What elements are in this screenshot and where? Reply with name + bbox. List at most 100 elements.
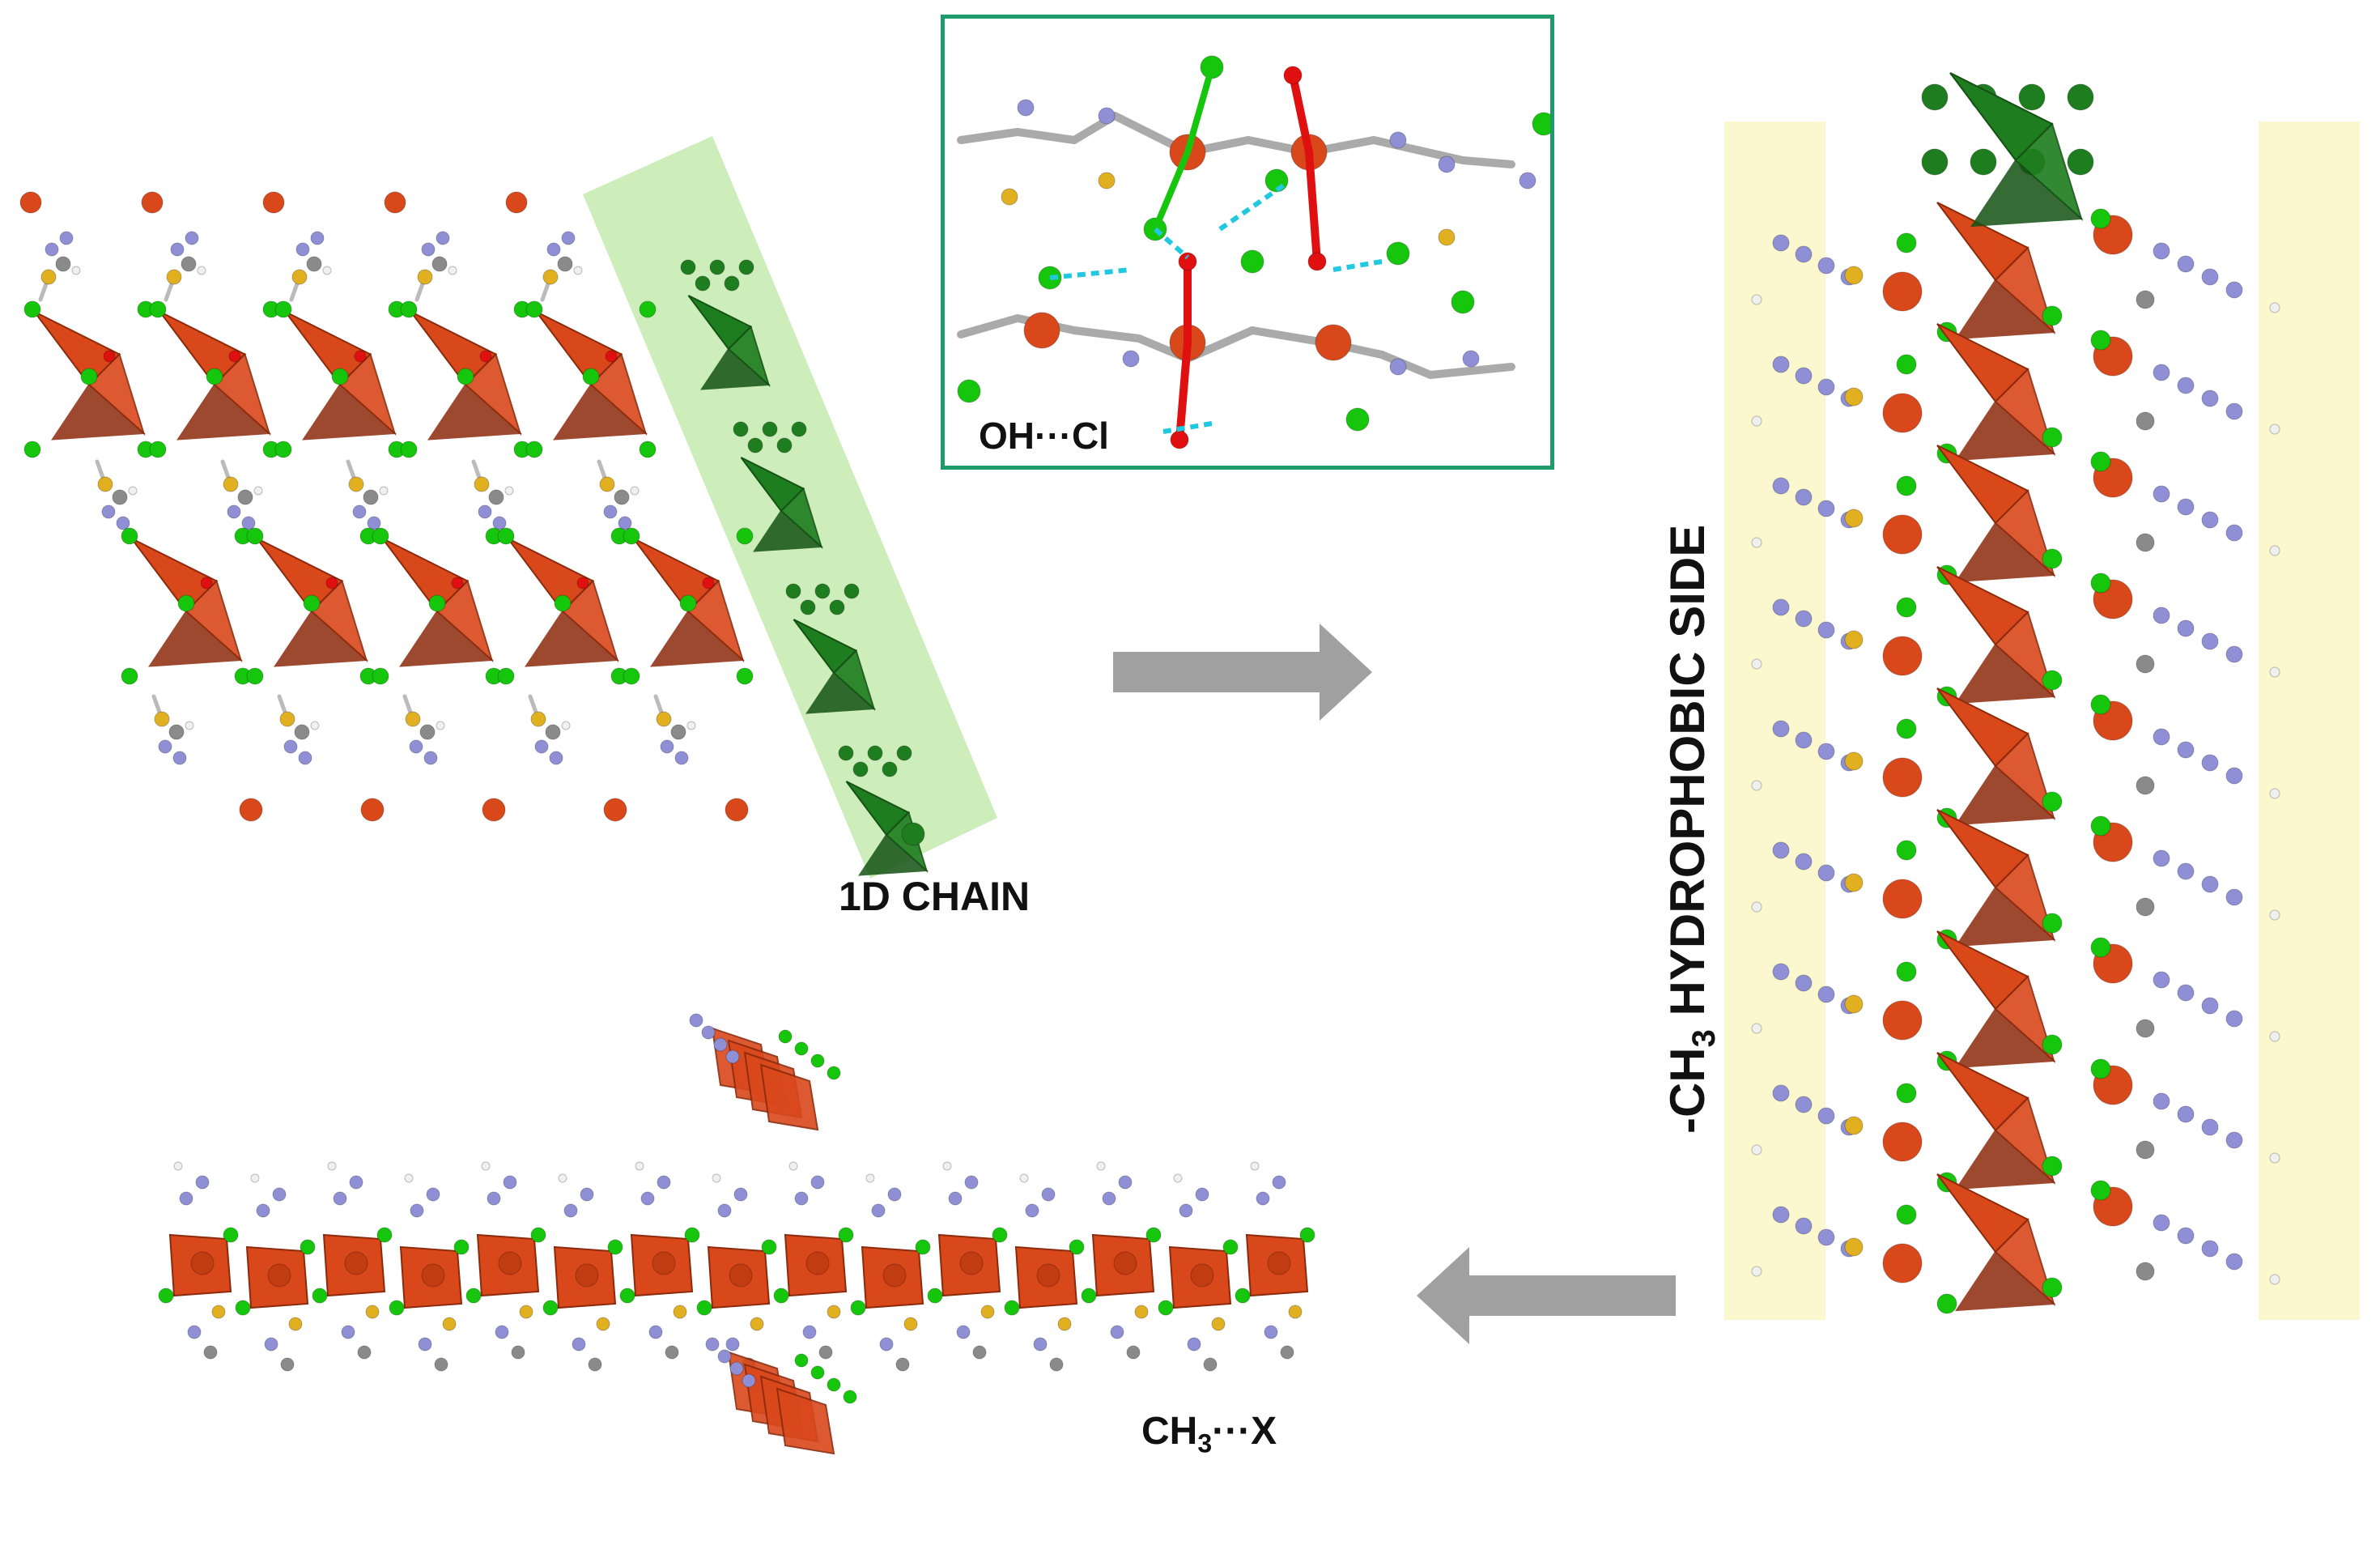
branch-chlorine-atom (810, 1365, 825, 1380)
packing-sulfur-atom (673, 1305, 687, 1319)
column-carbon-atom (2136, 411, 2155, 431)
packing-nitrogen-atom (495, 1325, 509, 1339)
column-polyhedron-face (1994, 853, 2056, 943)
highlighted-polyhedron-face (832, 649, 876, 712)
packing-nitrogen-atom (1110, 1325, 1124, 1339)
packing-metal-atom (1190, 1263, 1214, 1288)
packing-nitrogen-atom (410, 1203, 424, 1218)
metal-polyhedron-face (686, 579, 745, 663)
column-nitrogen-atom (2225, 1010, 2243, 1028)
column-chlorine-atom (2042, 548, 2063, 569)
column-nitrogen-atom (2201, 1240, 2219, 1258)
packing-nitrogen-atom (487, 1191, 501, 1206)
column-nitrogen-atom (2201, 390, 2219, 407)
column-hydrogen-atom (1751, 1144, 1762, 1156)
inset-cl-bond (1152, 149, 1191, 232)
branch-nitrogen-atom (701, 1025, 716, 1040)
packing-sulfur-atom (827, 1305, 841, 1319)
column-nitrogen-atom (1795, 610, 1813, 628)
inset-nitrogen-atom (1122, 350, 1140, 368)
packing-sulfur-atom (980, 1305, 995, 1319)
column-nitrogen-atom (1817, 864, 1835, 882)
packing-chlorine-atom (1235, 1288, 1251, 1304)
inset-metal-atom (1023, 312, 1060, 349)
packing-nitrogen-atom (1264, 1325, 1278, 1339)
packing-structure-drawing (158, 1013, 1315, 1455)
metal-polyhedron-face (436, 579, 494, 663)
column-metal-atom (1882, 879, 1923, 919)
ligand-top-carbon (306, 256, 322, 272)
packing-nitrogen-atom (794, 1191, 809, 1206)
ligand-bottom-nitrogen (409, 739, 423, 754)
ligand-bottom-sulfur (154, 711, 170, 727)
inset-oxygen-atom (1307, 252, 1327, 271)
inset-nitrogen-atom (1098, 107, 1116, 125)
metal-polyhedron-face (87, 352, 146, 436)
column-carbon-atom (2136, 1262, 2155, 1281)
inset-chlorine-atom (1451, 290, 1475, 314)
chlorine-atom (525, 441, 543, 458)
column-hydrogen-atom (1751, 901, 1762, 913)
column-nitrogen-atom (1772, 841, 1790, 859)
packing-nitrogen-atom (964, 1175, 979, 1190)
ligand-mid-carbon (488, 489, 504, 505)
branch-chlorine-atom (827, 1066, 841, 1080)
highlighted-atom (747, 437, 763, 453)
column-nitrogen-atom (1795, 245, 1813, 263)
oxygen-atom (354, 350, 367, 363)
ligand-top-hydrogen (71, 266, 81, 275)
column-nitrogen-atom (2153, 485, 2170, 503)
column-nitrogen-atom (1795, 367, 1813, 385)
packing-carbon-atom (357, 1345, 372, 1360)
ligand-bottom-nitrogen (298, 751, 312, 765)
packing-chlorine-atom (453, 1239, 470, 1255)
column-nitrogen-atom (2201, 1118, 2219, 1136)
ligand-top-nitrogen (546, 242, 561, 257)
inset-sulfur-atom (1438, 228, 1456, 246)
column-chlorine-atom (2042, 670, 2063, 691)
inset-sulfur-atom (1098, 172, 1116, 189)
ligand-mid-nitrogen (116, 516, 130, 530)
column-sulfur-atom (1844, 509, 1864, 528)
column-sulfur-atom (1844, 387, 1864, 407)
metal-atom (384, 191, 406, 214)
column-chlorine-atom (2090, 330, 2111, 351)
packing-nitrogen-atom (956, 1325, 971, 1339)
inset-nitrogen-atom (1017, 99, 1035, 117)
inset-cl-bond (1184, 64, 1215, 155)
ligand-top-hydrogen (448, 266, 457, 275)
chlorine-atom (679, 594, 697, 612)
column-carbon-atom (2136, 897, 2155, 917)
packing-nitrogen-atom (802, 1325, 817, 1339)
ligand-bottom-nitrogen (660, 739, 674, 754)
chlorine-atom (623, 667, 640, 685)
packing-chlorine-atom (389, 1300, 405, 1316)
packing-nitrogen-atom (272, 1187, 287, 1202)
chlorine-atom (246, 667, 264, 685)
chlorine-atom (639, 441, 657, 458)
packing-chlorine-atom (927, 1288, 943, 1304)
packing-nitrogen-atom (1025, 1203, 1039, 1218)
ligand-mid-sulfur (348, 476, 364, 492)
column-hydrogen-atom (2269, 909, 2280, 921)
column-metal-atom (1882, 636, 1923, 676)
inset-lower-bond (957, 314, 1022, 338)
ligand-bottom-carbon (168, 724, 185, 740)
chlorine-atom (372, 667, 389, 685)
packing-nitrogen-atom (648, 1325, 663, 1339)
ligand-mid-nitrogen (367, 516, 381, 530)
packing-chlorine-atom (530, 1227, 546, 1243)
branch-nitrogen-atom (713, 1037, 728, 1052)
column-nitrogen-atom (2201, 875, 2219, 893)
highlighted-atom (882, 761, 898, 777)
packing-carbon-atom (1280, 1345, 1294, 1360)
ligand-mid-nitrogen (101, 504, 116, 519)
packing-hydrogen-atom (635, 1161, 644, 1171)
inset-nitrogen-atom (1389, 358, 1407, 376)
column-chlorine-atom (1936, 1293, 1957, 1314)
chlorine-atom (23, 300, 41, 318)
ligand-bottom-nitrogen (549, 751, 563, 765)
ligand-mid-hydrogen (379, 486, 389, 496)
highlighted-polyhedron-face (780, 487, 823, 550)
column-nitrogen-atom (1817, 985, 1835, 1003)
